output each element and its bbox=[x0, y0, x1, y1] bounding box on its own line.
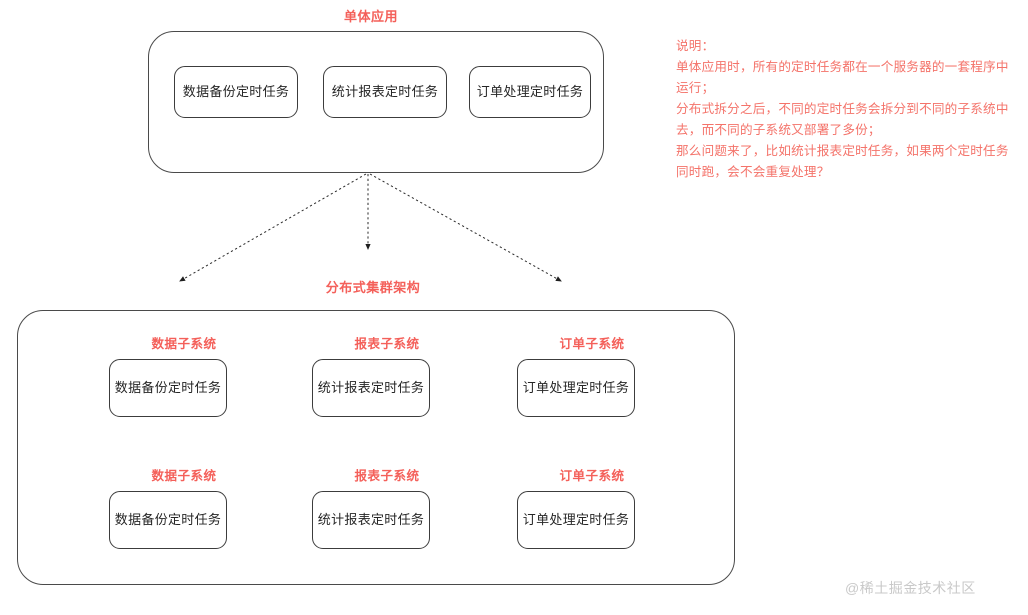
subsystem-task-label-r1c2: 统计报表定时任务 bbox=[317, 380, 425, 396]
subsystem-label-r1c1: 数据子系统 bbox=[151, 337, 217, 351]
subsystem-label-r1c3: 订单子系统 bbox=[559, 337, 625, 351]
subsystem-label-r2c2: 报表子系统 bbox=[354, 469, 420, 483]
description-block: 说明： 单体应用时，所有的定时任务都在一个服务器的一套程序中运行； 分布式拆分之… bbox=[676, 36, 1016, 183]
subsystem-task-label-r1c3: 订单处理定时任务 bbox=[522, 380, 630, 396]
arrow-right bbox=[369, 173, 562, 282]
subsystem-task-box-r2c3[interactable]: 订单处理定时任务 bbox=[517, 491, 635, 549]
subsystem-task-box-r1c1[interactable]: 数据备份定时任务 bbox=[109, 359, 227, 417]
monolith-task-label-1: 数据备份定时任务 bbox=[182, 84, 290, 100]
subsystem-task-label-r2c3: 订单处理定时任务 bbox=[522, 512, 630, 528]
description-line-1: 单体应用时，所有的定时任务都在一个服务器的一套程序中运行； bbox=[676, 60, 1009, 95]
subsystem-task-label-r2c2: 统计报表定时任务 bbox=[317, 512, 425, 528]
monolith-task-box-2[interactable]: 统计报表定时任务 bbox=[323, 66, 447, 118]
subsystem-task-box-r1c2[interactable]: 统计报表定时任务 bbox=[312, 359, 430, 417]
subsystem-task-label-r1c1: 数据备份定时任务 bbox=[114, 380, 222, 396]
description-line-2: 分布式拆分之后，不同的定时任务会拆分到不同的子系统中去，而不同的子系统又部署了多… bbox=[676, 102, 1009, 137]
monolith-task-label-2: 统计报表定时任务 bbox=[331, 84, 439, 100]
monolith-task-box-3[interactable]: 订单处理定时任务 bbox=[469, 66, 591, 118]
subsystem-task-box-r1c3[interactable]: 订单处理定时任务 bbox=[517, 359, 635, 417]
monolith-task-label-3: 订单处理定时任务 bbox=[476, 84, 584, 100]
subsystem-label-r1c2: 报表子系统 bbox=[354, 337, 420, 351]
subsystem-task-box-r2c2[interactable]: 统计报表定时任务 bbox=[312, 491, 430, 549]
description-line-3: 那么问题来了，比如统计报表定时任务，如果两个定时任务同时跑，会不会重复处理？ bbox=[676, 144, 1009, 179]
watermark: @稀土掘金技术社区 bbox=[845, 580, 976, 596]
monolith-container: 数据备份定时任务 统计报表定时任务 订单处理定时任务 bbox=[148, 31, 604, 173]
description-heading: 说明： bbox=[676, 39, 715, 53]
subsystem-task-label-r2c1: 数据备份定时任务 bbox=[114, 512, 222, 528]
subsystem-task-box-r2c1[interactable]: 数据备份定时任务 bbox=[109, 491, 227, 549]
subsystem-label-r2c3: 订单子系统 bbox=[559, 469, 625, 483]
monolith-task-box-1[interactable]: 数据备份定时任务 bbox=[174, 66, 298, 118]
subsystem-label-r2c1: 数据子系统 bbox=[151, 469, 217, 483]
monolith-title: 单体应用 bbox=[343, 9, 398, 24]
arrow-left bbox=[179, 173, 367, 282]
distributed-title: 分布式集群架构 bbox=[325, 280, 421, 295]
distributed-container: 数据子系统 数据备份定时任务 报表子系统 统计报表定时任务 订单子系统 订单处理… bbox=[17, 310, 735, 585]
